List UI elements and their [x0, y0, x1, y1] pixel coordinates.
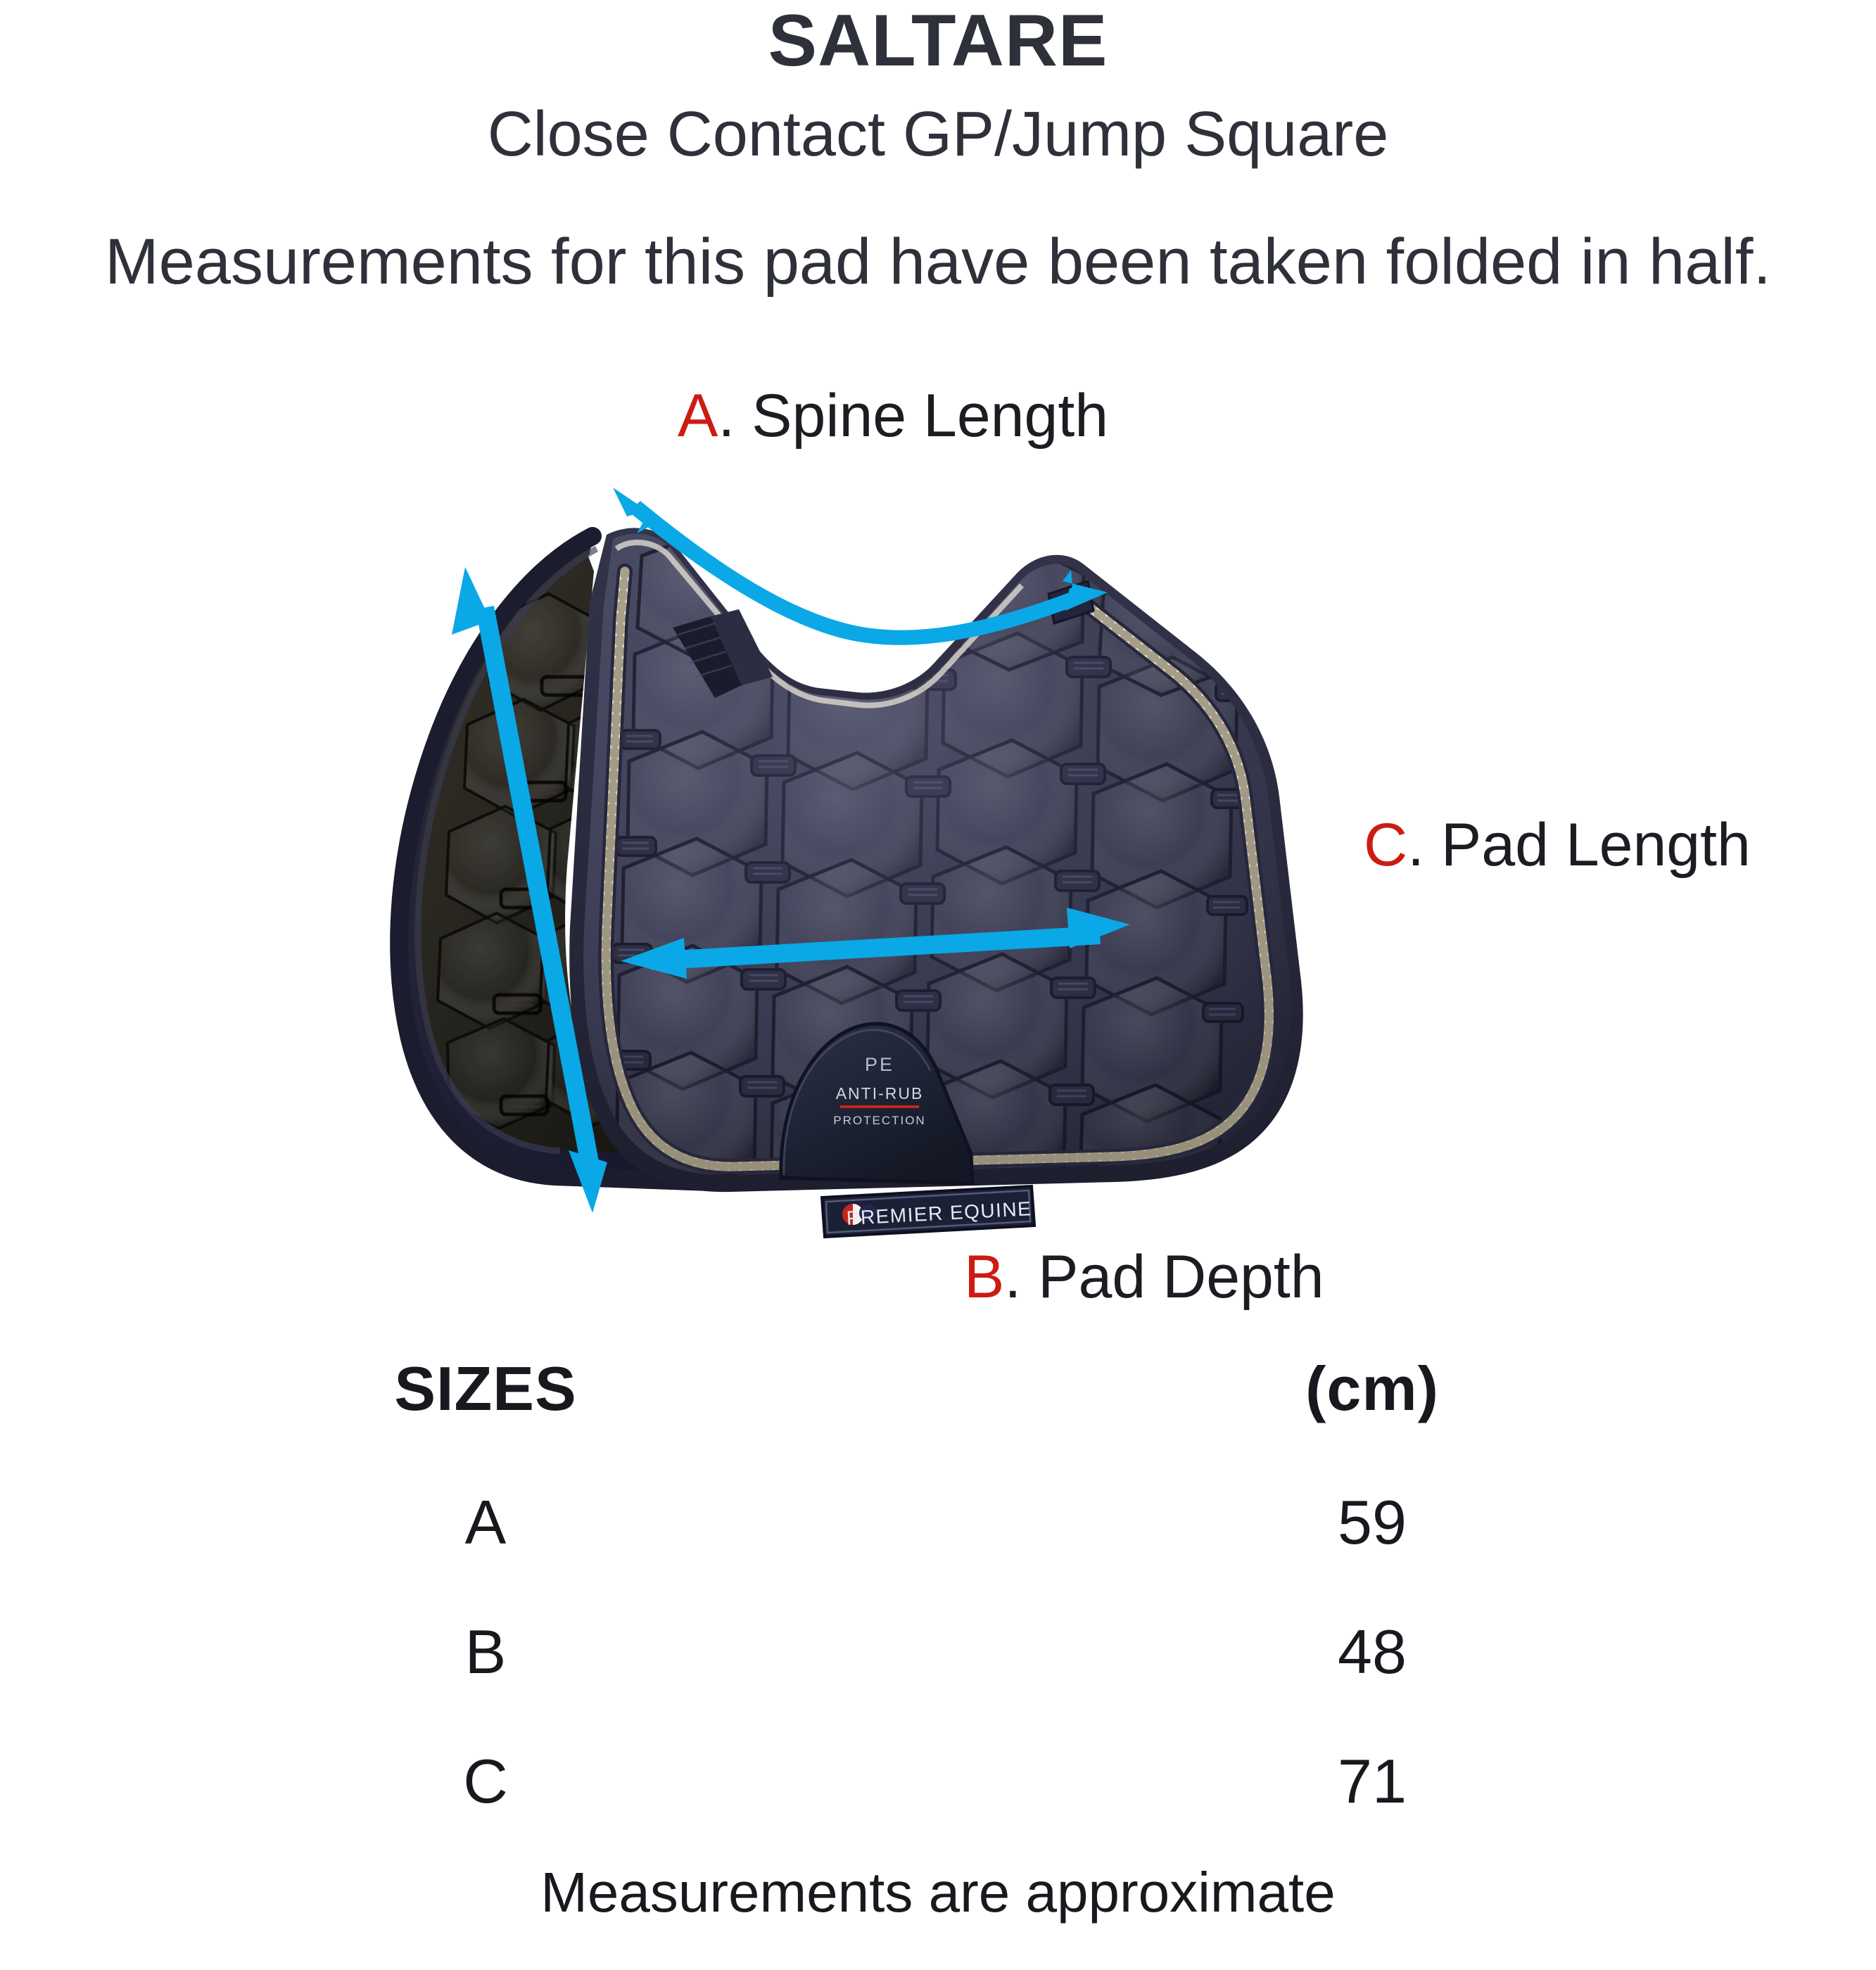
arrow-spine-length — [613, 488, 1108, 645]
arrow-pad-length — [621, 908, 1130, 979]
callout-letter-c: C — [1364, 811, 1408, 879]
table-row: A 59 — [0, 1492, 1876, 1621]
row-size-label: C — [463, 1746, 508, 1816]
callout-sep-b: . — [1004, 1243, 1022, 1311]
callout-letter-b: B — [964, 1243, 1005, 1311]
callout-text-b: Pad Depth — [1021, 1243, 1324, 1311]
callout-sep-c: . — [1407, 811, 1425, 879]
callout-letter-a: A — [678, 382, 718, 450]
callout-label-a: A. Spine Length — [678, 386, 1108, 446]
callout-sep-a: . — [718, 382, 735, 450]
table-row: C 71 — [0, 1750, 1876, 1880]
size-table: SIZES (cm) A 59 B 48 C 71 — [0, 1358, 1876, 1880]
patch-red-rule — [840, 1105, 919, 1108]
cord-piping — [598, 564, 1277, 1175]
patch-line-3: PROTECTION — [833, 1114, 925, 1127]
page-title: SALTARE — [768, 0, 1108, 82]
row-size-value: 71 — [1338, 1746, 1407, 1816]
callout-label-c: C. Pad Length — [1364, 815, 1751, 875]
row-size-value: 59 — [1338, 1487, 1407, 1557]
girth-strap-tab — [673, 609, 773, 698]
pad-top-face: PE PE ANTI-RUB PROTECTION — [569, 528, 1303, 1239]
table-header-row: SIZES (cm) — [0, 1358, 1876, 1492]
callout-text-c: Pad Length — [1424, 811, 1751, 879]
brand-label: PREMIER EQUINE — [820, 1184, 1037, 1239]
row-size-label: A — [464, 1487, 507, 1557]
table-footnote: Measurements are approximate — [540, 1861, 1336, 1924]
arrow-pad-depth — [452, 567, 607, 1213]
callout-text-a: Spine Length — [735, 382, 1109, 450]
column-header-unit: (cm) — [1305, 1354, 1439, 1423]
patch-line-1: PE — [865, 1054, 894, 1075]
row-size-value: 48 — [1338, 1617, 1407, 1686]
page-subtitle: Close Contact GP/Jump Square — [487, 99, 1389, 170]
patch-line-2: ANTI-RUB — [836, 1084, 924, 1102]
row-size-label: B — [464, 1617, 507, 1686]
measurement-arrows — [452, 488, 1130, 1213]
measurement-note: Measurements for this pad have been take… — [105, 226, 1771, 298]
callout-label-b: B. Pad Depth — [964, 1247, 1324, 1307]
column-header-sizes: SIZES — [394, 1354, 577, 1423]
table-row: B 48 — [0, 1621, 1876, 1750]
product-illustration: PE PE ANTI-RUB PROTECTION — [317, 443, 1583, 1273]
anti-rub-patch: PE ANTI-RUB PROTECTION — [779, 1022, 975, 1186]
